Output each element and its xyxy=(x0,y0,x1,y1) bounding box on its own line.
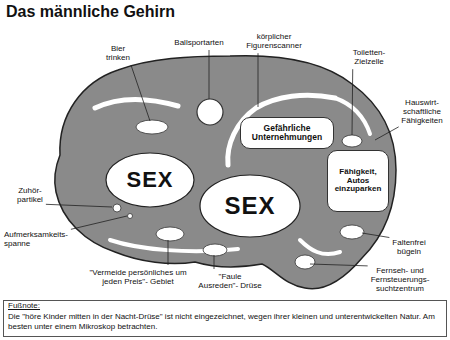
leader-line xyxy=(362,233,389,238)
region-label: Aufmerksamkeits- spanne xyxy=(4,230,74,248)
footnote-text: Die "höre Kinder mitten in der Nacht-Drü… xyxy=(8,312,442,332)
diagram-title: Das männliche Gehirn xyxy=(6,3,175,21)
region-label: Faltenfrei bügeln xyxy=(386,238,432,256)
region-label: Hauswirt- schaftliche Fähigkeiten xyxy=(398,98,446,126)
leader-line xyxy=(131,65,150,121)
region-oval: SEX xyxy=(199,174,301,238)
region-label: Toiletten- Zielzelle xyxy=(345,48,393,66)
leader-line xyxy=(258,53,259,107)
brain-region xyxy=(128,214,133,219)
region-label: Zuhör- partikel xyxy=(8,186,52,204)
leader-line xyxy=(310,264,368,266)
brain-region xyxy=(203,244,227,256)
region-text: SEX xyxy=(126,168,173,192)
region-label: Bier trinken xyxy=(100,44,136,62)
brain-region xyxy=(156,227,184,241)
leader-line xyxy=(46,204,112,207)
leader-line xyxy=(375,127,399,140)
region-label: Ballsportarten xyxy=(168,38,230,47)
brain-region xyxy=(113,204,121,212)
region-text: Fähigkeit, Autos einzuparken xyxy=(332,168,384,194)
region-box: Gefährliche Unternehmungen xyxy=(240,117,334,149)
footnote-frame xyxy=(4,301,447,337)
leader-lines xyxy=(46,50,399,269)
leader-line xyxy=(214,255,215,269)
region-text: SEX xyxy=(224,193,275,219)
brain-region xyxy=(342,135,362,147)
region-label: Fernseh- und Fernsteuerungs- suchtzentru… xyxy=(355,266,445,294)
brain-fold xyxy=(228,95,335,165)
brain-region xyxy=(197,99,223,125)
leader-line xyxy=(209,50,210,99)
brain-region xyxy=(136,120,168,134)
brain-fold xyxy=(300,240,340,254)
oval-shape xyxy=(106,153,194,207)
region-text: Gefährliche Unternehmungen xyxy=(245,124,329,143)
brain-region xyxy=(295,255,315,269)
region-box: Fähigkeit, Autos einzuparken xyxy=(327,150,389,212)
leader-line xyxy=(352,69,354,135)
region-label: "Faule Ausreden"- Drüse xyxy=(198,272,262,290)
leader-line xyxy=(71,216,127,229)
brain-fold xyxy=(95,100,178,109)
oval-shape xyxy=(200,175,300,237)
brain-region xyxy=(340,225,364,239)
leader-line xyxy=(168,240,169,265)
brain-outline xyxy=(55,56,396,289)
region-label: "Vermeide persönliches um jeden Preis"- … xyxy=(86,268,190,286)
region-oval: SEX xyxy=(105,152,195,208)
region-label: körplicher Figurenscanner xyxy=(238,32,310,50)
footnote-heading: Fußnote: xyxy=(8,301,108,310)
